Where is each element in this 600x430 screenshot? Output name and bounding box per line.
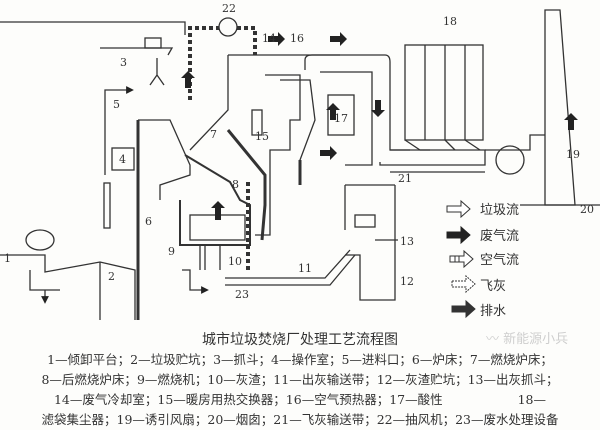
flow-legend-label: 飞灰 <box>480 279 506 294</box>
label-3: 3 <box>120 56 127 69</box>
label-7: 7 <box>210 128 217 141</box>
ash-conveyor <box>225 249 356 286</box>
label-14: 14 <box>262 32 276 45</box>
solid-arrow-icon <box>446 225 471 245</box>
watermark-text: 新能源小兵 <box>503 332 569 347</box>
legend-line-4: 滤袋集尘器；19—诱引风扇；20—烟囱；21—飞灰输送带；22—抽风机；23—废… <box>41 412 559 427</box>
flow-legend-label: 垃圾流 <box>480 203 519 218</box>
crane-trolley <box>144 37 162 49</box>
label-11: 11 <box>298 262 312 275</box>
label-10: 10 <box>228 255 242 268</box>
label-20: 20 <box>580 203 594 216</box>
bag-filter <box>404 44 484 141</box>
label-6: 6 <box>145 215 152 228</box>
flow-legend-label: 排水 <box>480 304 506 319</box>
label-4: 4 <box>119 153 126 166</box>
dump-truck <box>25 229 55 251</box>
label-23: 23 <box>235 288 249 301</box>
legend-line-1: 1—倾卸平台；2—垃圾贮坑；3—抓斗；4—操作室；5—进料口；6—炉床；7—燃烧… <box>47 352 553 367</box>
crane-rail <box>100 47 174 56</box>
label-5: 5 <box>113 98 120 111</box>
flow-legend: 垃圾流 废气流 空气流 飞灰 排水 <box>446 199 519 319</box>
flow-legend-label: 废气流 <box>480 228 519 244</box>
watermark-icon: 〰 <box>486 332 504 347</box>
hollow-arrow-icon <box>446 199 471 219</box>
acid-gas-scrubber <box>327 94 355 136</box>
grab-bucket <box>149 58 165 86</box>
furnace-hopper <box>138 119 191 200</box>
dashed-arrow-icon <box>451 299 476 319</box>
label-8: 8 <box>232 178 239 191</box>
dotted-arrow-icon <box>451 274 476 294</box>
label-9: 9 <box>168 245 175 258</box>
striped-arrow-icon <box>449 249 474 269</box>
label-16: 16 <box>290 32 304 45</box>
label-19: 19 <box>566 148 580 161</box>
label-2: 2 <box>108 270 115 283</box>
label-21: 21 <box>398 172 412 185</box>
induced-draft-fan <box>495 145 525 175</box>
heat-exchanger <box>251 109 263 136</box>
label-13: 13 <box>400 235 414 248</box>
flow-legend-label: 空气流 <box>480 252 519 268</box>
ash-pit <box>345 184 396 301</box>
air-preheater <box>280 79 316 185</box>
legend-line-2: 8—后燃烧炉床；9—燃烧机；10—灰渣；11—出灰输送带；12—灰渣贮坑；13—… <box>41 372 559 387</box>
label-18: 18 <box>443 15 457 28</box>
label-17: 17 <box>334 112 348 125</box>
label-15: 15 <box>255 130 269 143</box>
legend-line-3: 14—废气冷却室；15—暖房用热交换器；16—空气预热器；17—酸性 18— <box>53 392 547 407</box>
ash-grab <box>354 214 376 228</box>
diagram-title: 城市垃圾焚烧厂处理工艺流程图 <box>202 332 398 348</box>
control-room <box>111 147 135 171</box>
label-22: 22 <box>222 2 236 15</box>
chimney <box>544 9 576 206</box>
garbage-pit <box>0 254 136 320</box>
label-1: 1 <box>4 252 11 265</box>
watermark-logo: 〰 新能源小兵 <box>486 328 568 347</box>
process-flow-diagram: 1 2 3 4 5 6 7 8 9 10 11 12 13 14 15 16 1… <box>0 2 600 320</box>
label-12: 12 <box>400 275 414 288</box>
exhaust-fan <box>218 17 238 37</box>
